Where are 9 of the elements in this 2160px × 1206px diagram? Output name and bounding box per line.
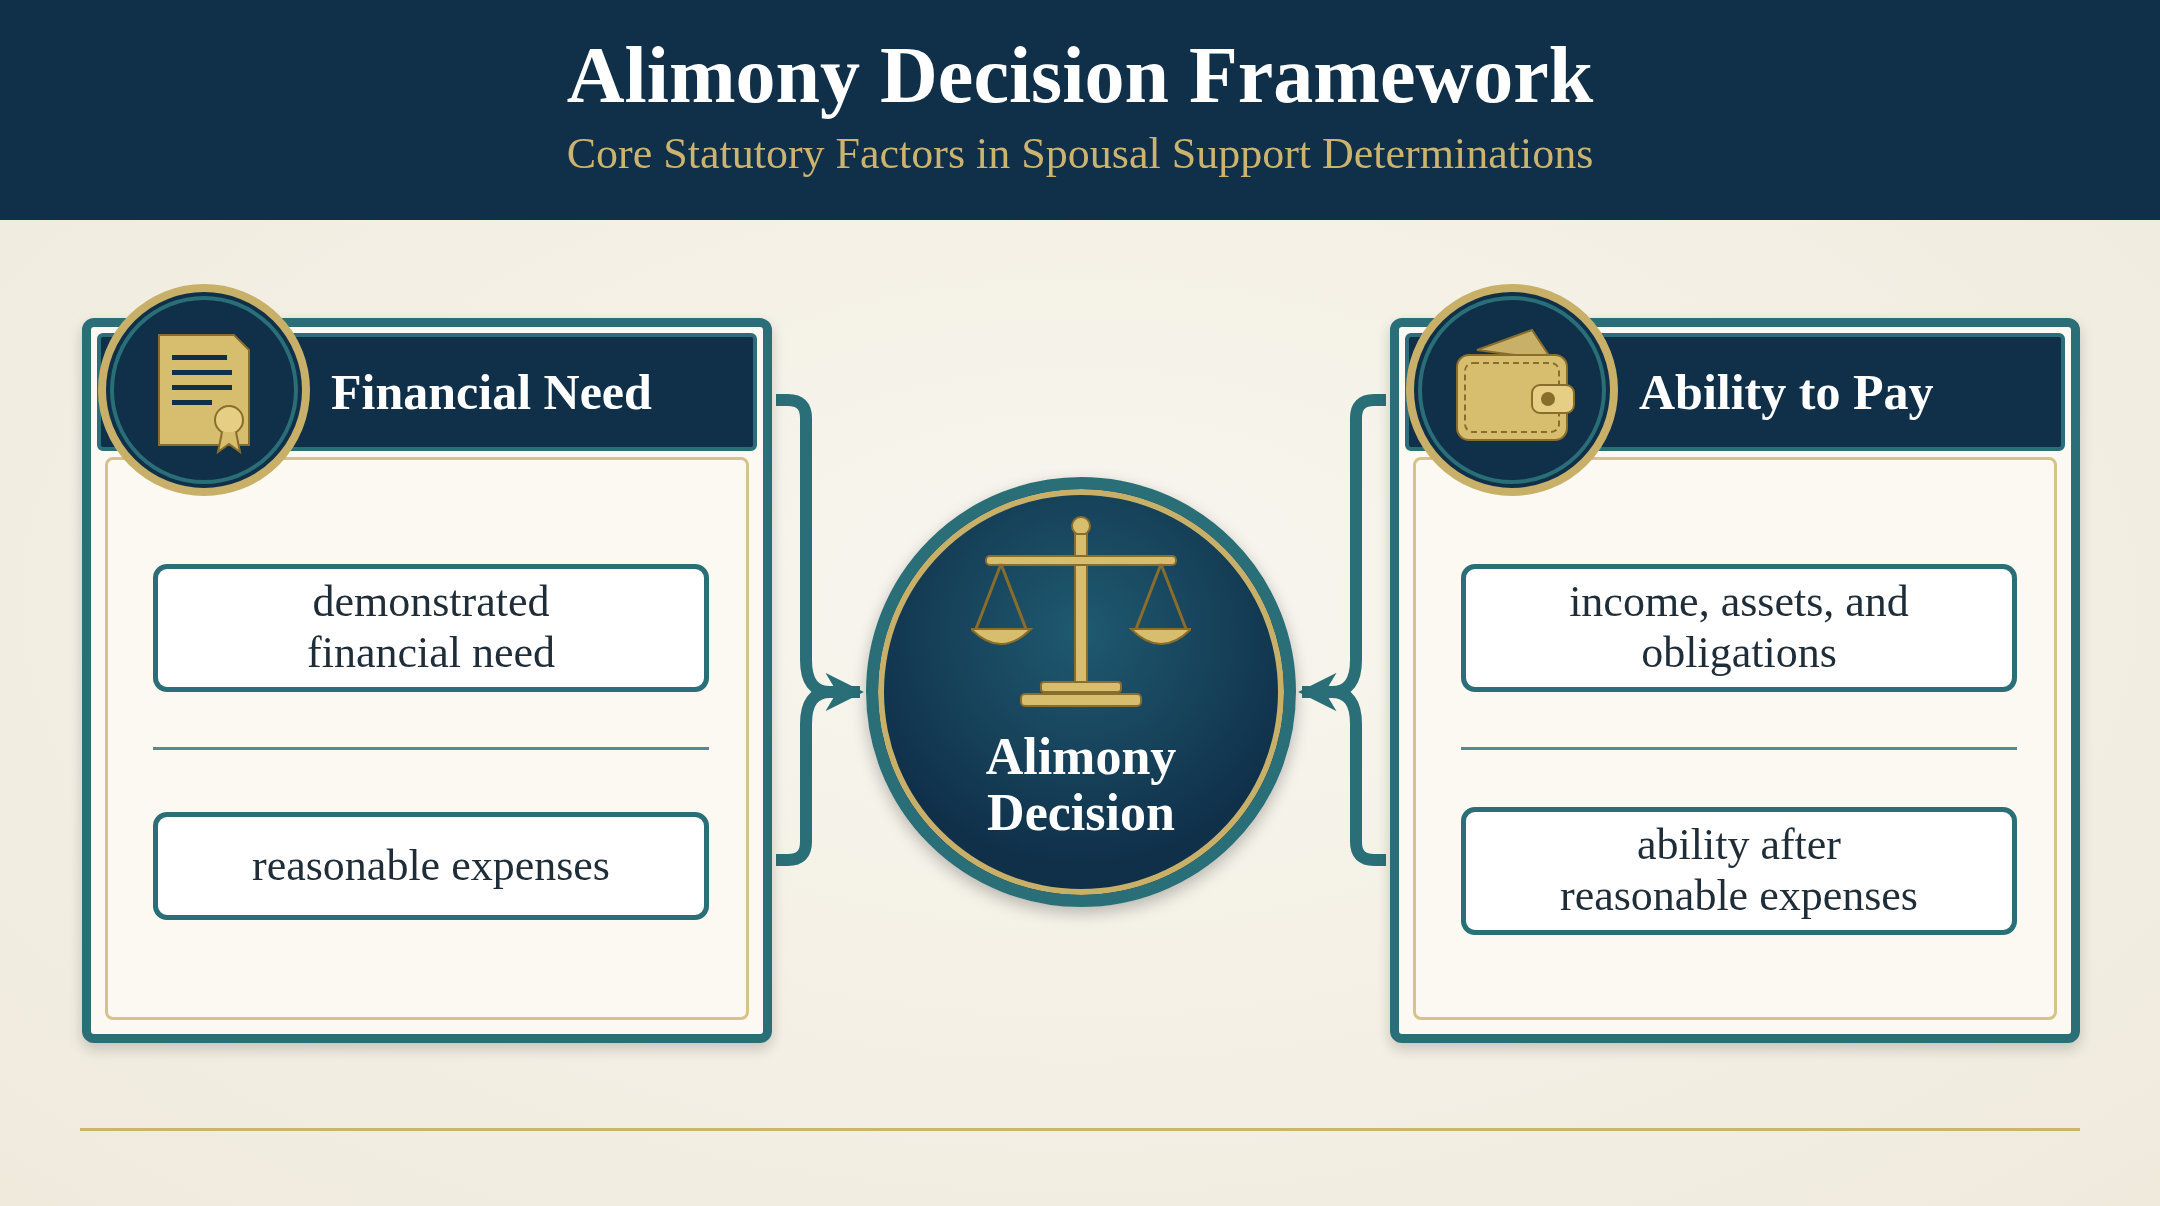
factor-box: reasonable expenses bbox=[153, 812, 709, 920]
factor-box: income, assets, and obligations bbox=[1461, 564, 2017, 692]
subtitle: Core Statutory Factors in Spousal Support Determinations bbox=[565, 128, 1595, 179]
factor-box: demonstrated financial need bbox=[153, 564, 709, 692]
factor-box: ability after reasonable expenses bbox=[1461, 807, 2017, 935]
decision-label: Alimony Decision bbox=[984, 729, 1178, 842]
title: Alimony Decision Framework bbox=[565, 30, 1595, 121]
factor-card bbox=[82, 318, 772, 1043]
factor-card bbox=[1390, 318, 2080, 1043]
